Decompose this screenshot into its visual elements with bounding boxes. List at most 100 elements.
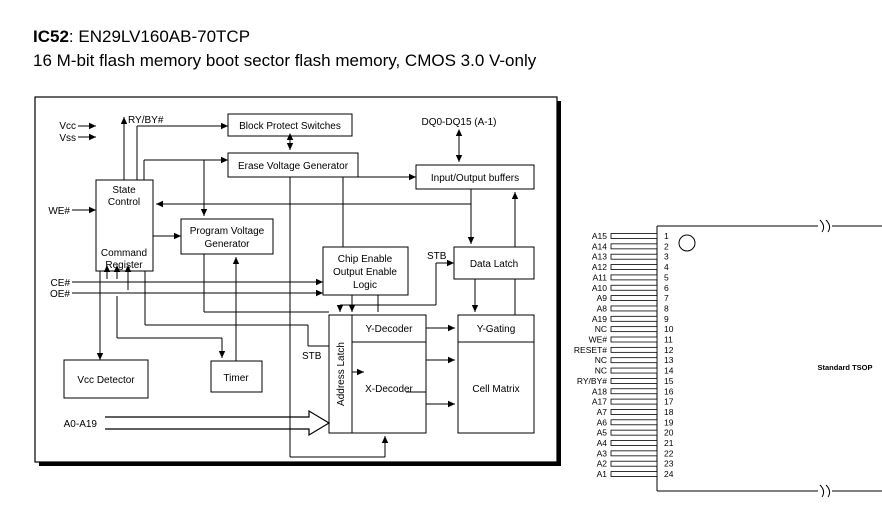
pin-lead	[610, 460, 658, 467]
cell-matrix-label: Cell Matrix	[472, 384, 519, 395]
pin-lead	[610, 274, 658, 281]
pin-number: 5	[664, 272, 669, 282]
pin-name: A18	[592, 386, 607, 396]
pin-lead	[610, 233, 658, 239]
pin-name: A19	[592, 314, 607, 324]
y-gating-label: Y-Gating	[477, 324, 516, 335]
pin-name: RESET#	[574, 345, 607, 355]
pin-lead	[610, 295, 658, 302]
pin-lead	[610, 315, 658, 322]
pin-name: WE#	[589, 335, 608, 345]
state-label-1: State	[112, 185, 136, 196]
pin-number: 11	[664, 335, 673, 345]
erase-voltage-label: Erase Voltage Generator	[238, 161, 349, 172]
pin-name: NC	[595, 324, 607, 334]
pin-name: A11	[593, 272, 608, 282]
pin-name: A13	[592, 252, 607, 262]
pin-15: RY/BY#15	[577, 376, 674, 386]
program-voltage-label-2: Generator	[204, 239, 250, 250]
pin1-marker	[678, 234, 696, 252]
pin-number: 4	[664, 262, 669, 272]
command-label-2: Register	[105, 260, 143, 271]
pin-number: 19	[664, 417, 674, 427]
pin-lead	[610, 326, 658, 333]
pin-lead	[610, 440, 658, 446]
vcc-detector-box	[63, 359, 149, 399]
pin-4: A12 4	[592, 262, 669, 272]
pin-lead	[610, 264, 658, 270]
chip-enable-label-3: Logic	[353, 280, 377, 291]
pin-16: A18 16	[592, 386, 674, 396]
pin-5: A11 5	[593, 272, 670, 282]
pin-20: A5 20	[597, 428, 674, 438]
pin-name: A10	[592, 283, 607, 293]
pin-name: A5	[597, 428, 608, 438]
pin-9: A19 9	[592, 314, 669, 324]
dq-signal: DQ0-DQ15 (A-1)	[421, 117, 496, 128]
pin-name: A2	[597, 459, 608, 469]
data-latch-label: Data Latch	[470, 259, 518, 270]
pin-17: A17 17	[592, 397, 674, 407]
pin-name: A4	[597, 438, 608, 448]
pin-number: 16	[664, 386, 674, 396]
timer-label: Timer	[223, 373, 249, 384]
pin-lead	[610, 377, 658, 384]
pin-lead	[610, 284, 658, 291]
pin-12: RESET#12	[574, 345, 674, 355]
pin-lead	[610, 357, 658, 364]
chip-enable-box	[322, 246, 409, 296]
address-latch-label: Address Latch	[336, 342, 347, 406]
pin-lead	[610, 367, 658, 374]
pin-name: A6	[597, 417, 608, 427]
stb-signal-left: STB	[302, 351, 322, 362]
pin-number: 13	[664, 355, 674, 365]
pin-number: 7	[664, 293, 669, 303]
pin-number: 6	[664, 283, 669, 293]
pin-number: 23	[664, 459, 674, 469]
pin-lead	[610, 336, 658, 343]
pin-6: A10 6	[592, 283, 669, 293]
vss-signal: Vss	[59, 133, 76, 144]
pin-number: 3	[664, 252, 669, 262]
pin-lead	[610, 471, 658, 477]
pin-number: 17	[664, 397, 674, 407]
x-decoder-label: X-Decoder	[365, 384, 413, 395]
pin-number: 2	[664, 241, 669, 251]
pin-number: 8	[664, 303, 669, 313]
pin-number: 20	[664, 428, 674, 438]
state-label-2: Control	[108, 197, 140, 208]
decoder-group-box	[328, 314, 427, 434]
pin-lead	[610, 450, 658, 457]
program-voltage-label-1: Program Voltage	[190, 226, 265, 237]
pin-name: A17	[592, 397, 607, 407]
oe-signal: OE#	[50, 289, 70, 300]
package-label: Standard TSOP	[817, 363, 872, 372]
ry-by-signal: RY/BY#	[128, 115, 164, 126]
pin-lead	[610, 409, 658, 415]
pin-lead	[610, 388, 658, 395]
vcc-detector-label: Vcc Detector	[77, 375, 135, 386]
chip-enable-label-2: Output Enable	[333, 267, 397, 278]
pin-name: NC	[595, 366, 607, 376]
io-buffers-label: Input/Output buffers	[431, 173, 519, 184]
we-signal: WE#	[48, 206, 70, 217]
command-label-1: Command	[101, 248, 147, 259]
pin-number: 9	[664, 314, 669, 324]
pin-3: A13 3	[592, 252, 669, 262]
pin-name: A12	[592, 262, 607, 272]
part-title: IC52: EN29LV160AB-70TCP	[33, 27, 251, 46]
pin-number: 1	[664, 231, 669, 241]
chip-enable-label-1: Chip Enable	[338, 254, 393, 265]
pin-lead	[610, 305, 658, 312]
pin-19: A6 19	[597, 417, 674, 427]
part-description: 16 M-bit flash memory boot sector flash …	[33, 51, 537, 70]
